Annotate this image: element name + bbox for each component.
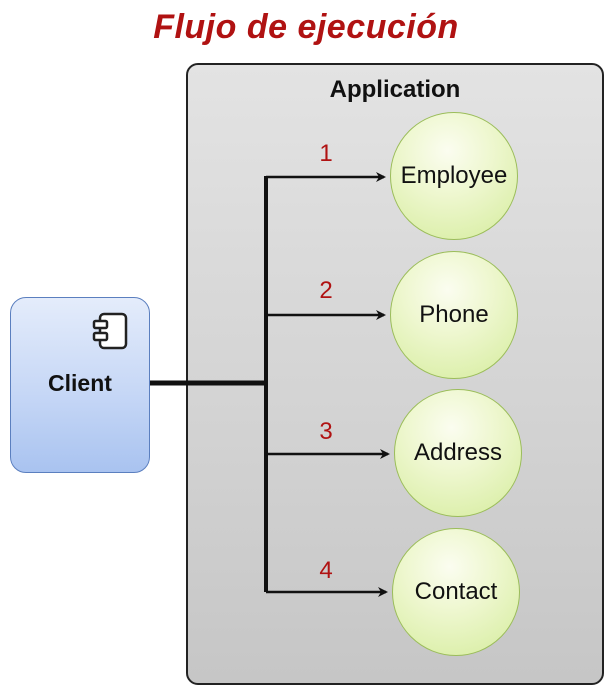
node-contact-label: Contact	[414, 578, 498, 605]
node-phone: Phone	[390, 251, 518, 379]
node-address-label: Address	[413, 439, 503, 466]
node-contact: Contact	[392, 528, 520, 656]
step-number-3: 3	[319, 418, 333, 445]
step-number-2: 2	[319, 277, 333, 304]
diagram-title: Flujo de ejecución	[153, 8, 459, 46]
node-phone-label: Phone	[419, 301, 489, 328]
step-number-1: 1	[319, 140, 333, 167]
step-number-4: 4	[319, 557, 333, 584]
application-label: Application	[329, 76, 461, 103]
node-employee: Employee	[390, 112, 518, 240]
node-employee-label: Employee	[400, 162, 508, 189]
node-address: Address	[394, 389, 522, 517]
component-icon	[92, 310, 132, 357]
client-label: Client	[48, 370, 112, 396]
